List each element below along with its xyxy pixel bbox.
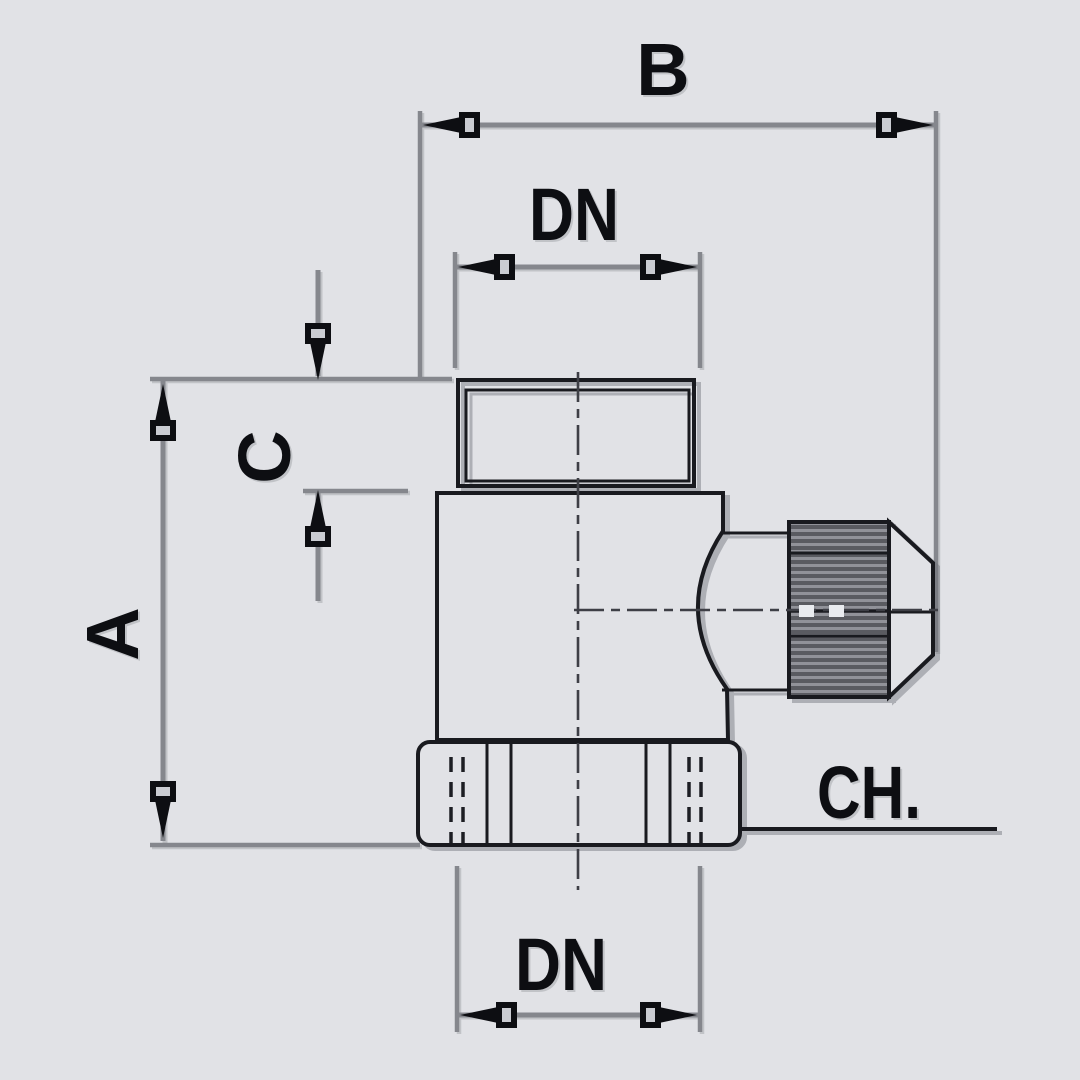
dimension-labels: B DN C A CH. DN [71, 28, 921, 1006]
hidden-thread-lines [449, 757, 703, 843]
label-thread-length: C [223, 430, 306, 483]
dim-dn-top-arrow-left [458, 254, 515, 280]
dim-dn-bottom-arrow-right [640, 1002, 697, 1028]
dim-b-arrow-left [423, 112, 480, 138]
label-overall-height: A [71, 607, 154, 660]
dim-a-arrow-up [150, 384, 176, 441]
centerline-gap-mark-1 [799, 605, 814, 617]
label-overall-width: B [636, 28, 689, 111]
top-thread-outer [456, 378, 696, 488]
dim-dn-bottom-arrow-left [460, 1002, 517, 1028]
dim-c-arrow-up [305, 490, 331, 547]
valve-body-outline [435, 491, 731, 742]
centerlines [574, 372, 938, 890]
label-wrench-size: CH. [817, 751, 921, 834]
dim-dn-top-arrow-right [640, 254, 697, 280]
centerline-gap-mark-2 [829, 605, 844, 617]
dim-b-arrow-right [876, 112, 933, 138]
label-dn-top: DN [529, 173, 619, 256]
dim-a-arrow-down [150, 781, 176, 838]
dim-c-arrow-down [305, 323, 331, 380]
label-dn-bottom: DN [515, 923, 607, 1006]
valve-body-group [416, 378, 997, 847]
bottom-nut [416, 740, 742, 847]
